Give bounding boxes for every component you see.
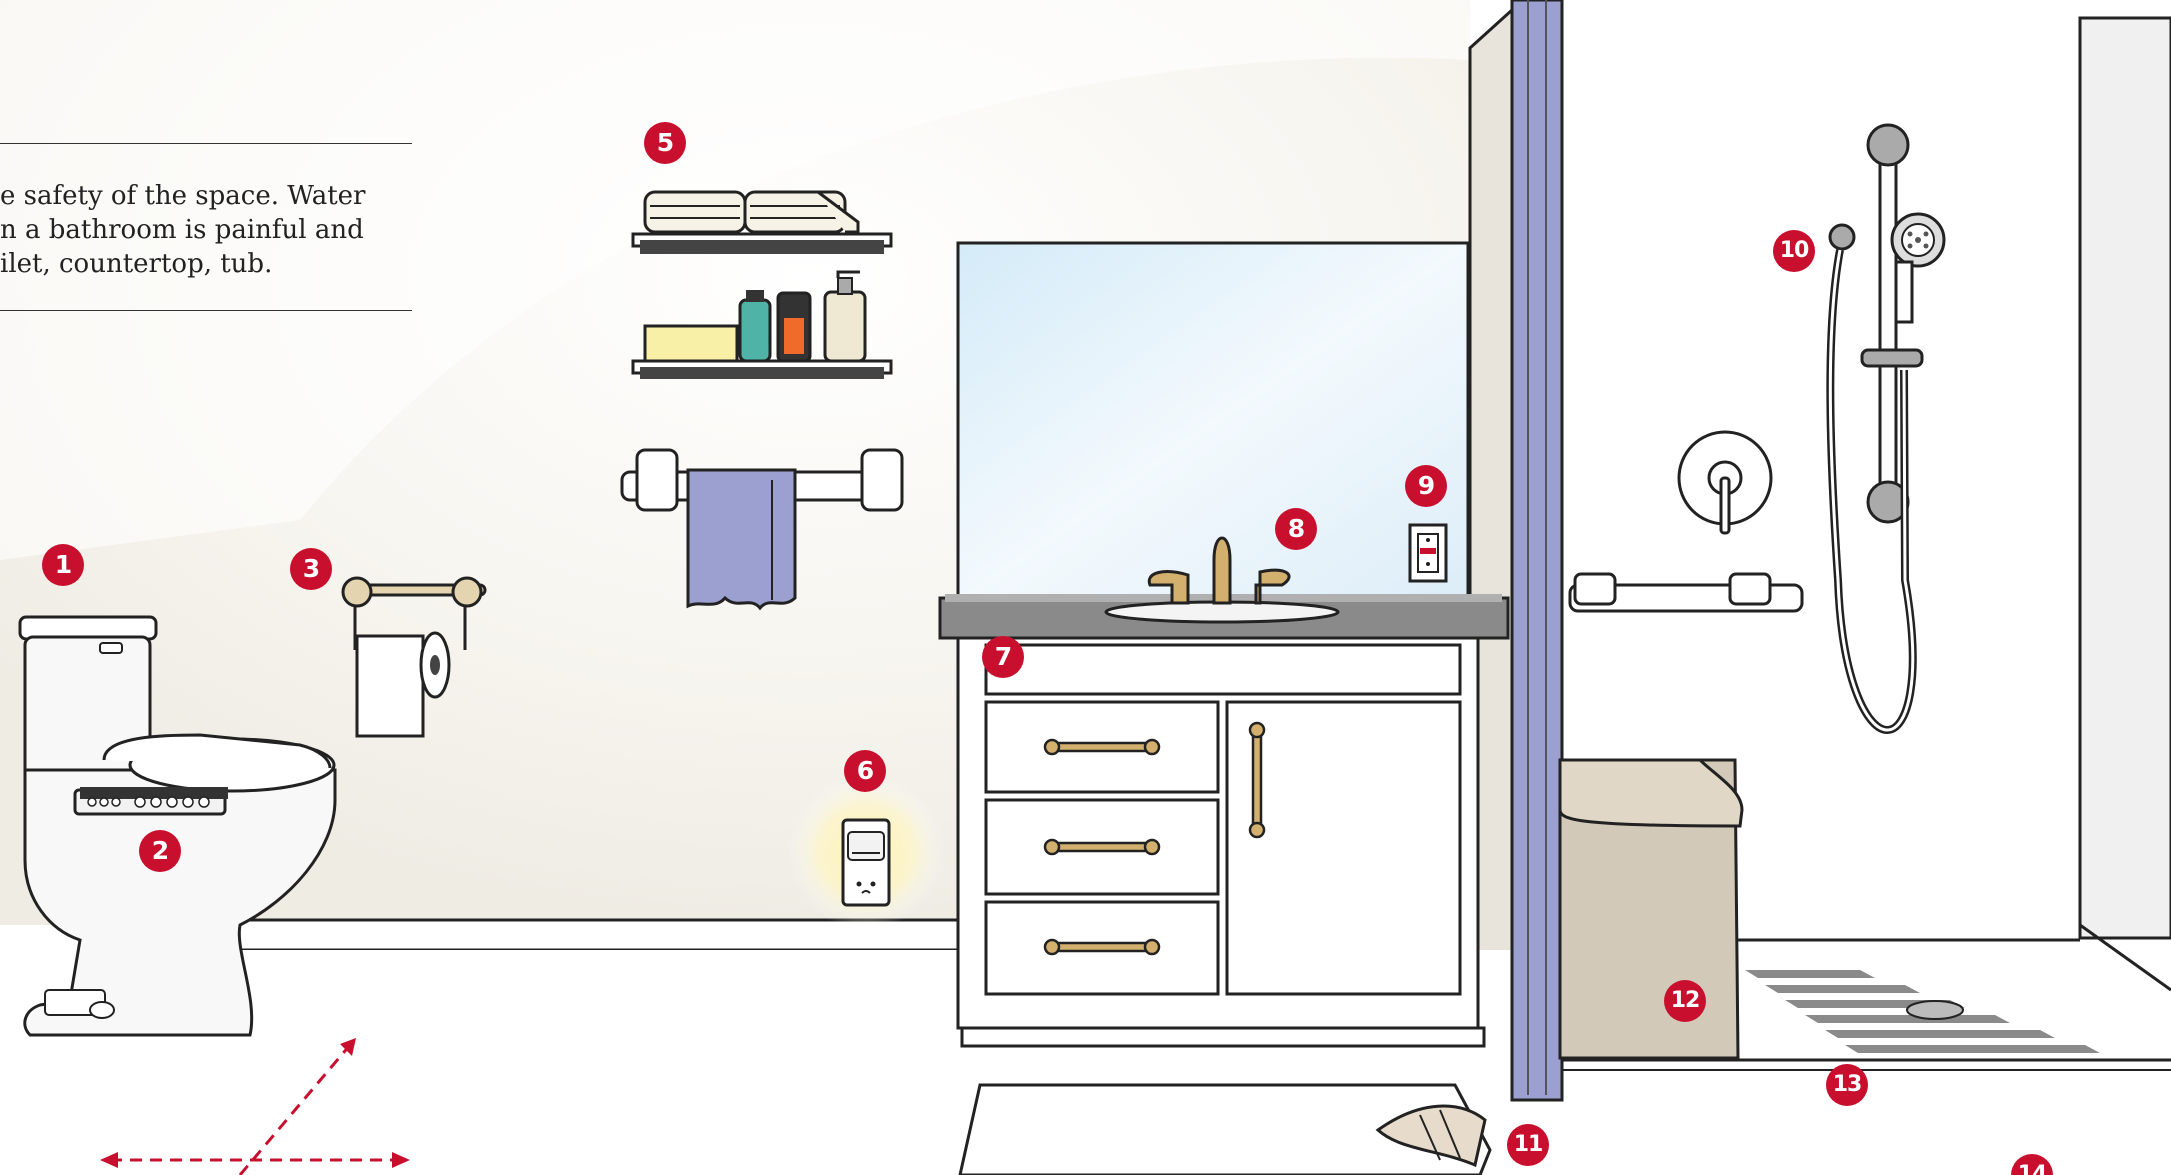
intro-line-3: ilet, countertop, tub.	[0, 249, 273, 279]
toilet	[18, 615, 337, 1037]
vanity	[938, 536, 1510, 1048]
intro-line-1: e safety of the space. Water	[0, 181, 366, 211]
faucet	[1147, 536, 1291, 605]
folded-towels	[643, 190, 860, 234]
bath-rug	[958, 1083, 1492, 1175]
callout-badge-10: 10	[1773, 230, 1815, 272]
handheld-shower	[1826, 123, 1946, 734]
shower-curtain	[1510, 0, 1564, 1102]
towel-bar	[620, 448, 904, 611]
callout-badge-14: 14	[2011, 1154, 2053, 1175]
callout-badge-13: 13	[1826, 1064, 1868, 1106]
toilet-paper-holder	[341, 576, 487, 738]
callout-badge-12: 12	[1664, 980, 1706, 1022]
arrow-heads	[100, 1038, 410, 1168]
shower-valve	[1677, 430, 1773, 535]
callout-badge-3: 3	[290, 548, 332, 590]
callout-badge-8: 8	[1275, 508, 1317, 550]
shower-bench	[1558, 758, 1744, 1060]
callout-badge-2: 2	[139, 830, 181, 872]
floor-direction-arrows	[110, 1044, 400, 1175]
shower-grab-bar	[1568, 572, 1804, 613]
wall-shelves	[631, 190, 893, 379]
shower-area	[1560, 0, 2171, 1071]
mirror	[956, 241, 1470, 605]
callout-badge-11: 11	[1507, 1124, 1549, 1166]
callout-badge-1: 1	[42, 544, 84, 586]
night-light	[788, 774, 944, 930]
callout-badge-6: 6	[844, 750, 886, 792]
callout-badge-9: 9	[1405, 465, 1447, 507]
gfci-outlet	[1408, 523, 1448, 583]
intro-text-box: e safety of the space. Water n a bathroo…	[0, 143, 412, 311]
non-slip-strips	[1745, 970, 2100, 1053]
callout-badge-7: 7	[982, 636, 1024, 678]
callout-badge-5: 5	[644, 122, 686, 164]
intro-line-2: n a bathroom is painful and	[0, 215, 364, 245]
bidet-control-panel	[73, 787, 228, 816]
